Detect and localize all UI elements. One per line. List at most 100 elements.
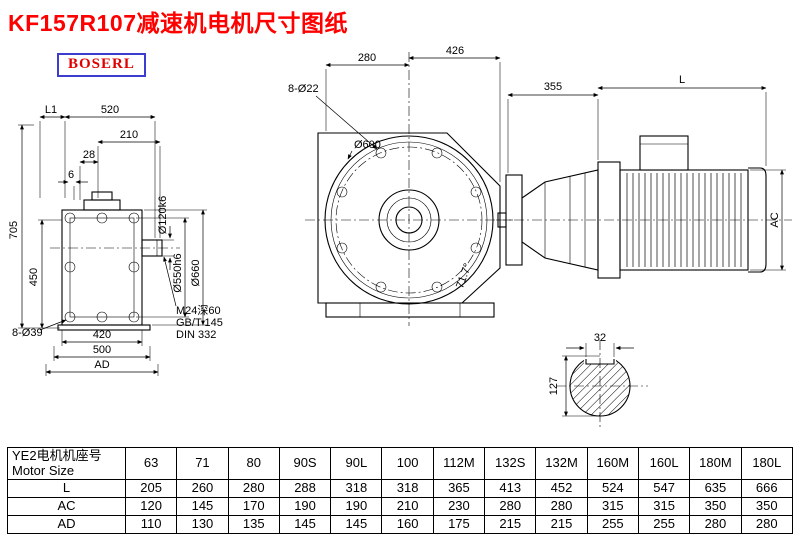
size-header-cell: 112M	[432, 447, 486, 480]
mounting-flange-face	[69, 217, 135, 318]
value-cell: 280	[227, 479, 280, 498]
value-cell: 350	[740, 497, 794, 516]
note-tap-size: M24深60	[176, 304, 221, 317]
bolt-hole	[96, 212, 108, 224]
left-side-view: L1 520 210 28 6 705	[8, 104, 223, 376]
motor-fins	[623, 173, 745, 267]
label-8-d39: 8-Ø39	[12, 327, 43, 339]
value-cell: 145	[278, 515, 332, 534]
dim-450: 450	[28, 268, 40, 286]
value-cell: 190	[330, 497, 383, 516]
dim-ac: AC	[769, 212, 781, 227]
dim-210: 210	[120, 129, 138, 141]
motor-view-dimensions: 355 L AC	[507, 74, 786, 271]
row-label-cell: AC	[7, 497, 126, 516]
top-step	[83, 199, 121, 211]
value-cell: 255	[586, 515, 639, 534]
value-cell: 524	[586, 479, 639, 498]
size-header-cell: 180L	[740, 447, 794, 480]
dim-426: 426	[446, 45, 464, 57]
note-tap-din: DIN 332	[176, 329, 216, 341]
value-cell: 260	[176, 479, 229, 498]
size-header-cell: 132M	[535, 447, 588, 480]
value-cell: 160	[381, 515, 434, 534]
housing-outer-circle	[324, 135, 494, 305]
mounting-base	[325, 302, 495, 318]
value-cell: 288	[278, 479, 332, 498]
value-cell: 280	[740, 515, 794, 534]
dim-280: 280	[358, 52, 376, 64]
bolt-hole	[470, 186, 482, 198]
bolt-hole	[431, 281, 443, 293]
bolt-hole	[64, 261, 76, 273]
size-header-cell: 160M	[586, 447, 639, 480]
dim-shaft-dia: Ø120k6	[157, 196, 169, 235]
value-cell: 315	[637, 497, 691, 516]
value-cell: 120	[124, 497, 178, 516]
hub-circle	[378, 189, 440, 251]
value-cell: 175	[432, 515, 486, 534]
dim-705: 705	[8, 221, 20, 239]
gear-housing	[61, 209, 143, 326]
motor-side-view: 355 L AC	[496, 74, 792, 279]
bolt-hole	[431, 147, 443, 159]
size-header-cell: 90L	[330, 447, 383, 480]
bolt-hole	[64, 212, 76, 224]
dim-l1: L1	[45, 104, 57, 116]
bolt-hole	[96, 311, 108, 323]
value-cell: 255	[637, 515, 691, 534]
front-view-dimensions: 280 426 8-Ø22 Ø600 71.7°	[288, 45, 501, 290]
left-view-dimensions: L1 520 210 28 6 705	[8, 104, 223, 376]
note-tap-standard: GB/T 145	[176, 317, 223, 329]
dim-flange-dia: Ø660	[190, 260, 202, 287]
value-cell: 350	[689, 497, 742, 516]
size-header-cell: 80	[227, 447, 280, 480]
technical-drawing: L1 520 210 28 6 705	[8, 45, 792, 430]
dim-28: 28	[83, 149, 95, 161]
bore-circle	[395, 206, 423, 234]
bolt-hole	[470, 242, 482, 254]
row-label-cell: L	[7, 479, 126, 498]
dim-32: 32	[594, 332, 606, 344]
value-cell: 315	[586, 497, 639, 516]
dim-spigot-dia: Ø550h6	[172, 253, 184, 292]
label-8-d22: 8-Ø22	[288, 83, 319, 95]
row-label-cell: AD	[7, 515, 126, 534]
value-cell: 130	[176, 515, 229, 534]
front-view: 280 426 8-Ø22 Ø600 71.7°	[288, 45, 515, 326]
value-cell: 210	[381, 497, 434, 516]
value-cell: 215	[535, 515, 588, 534]
terminal-box	[639, 135, 689, 171]
top-boss	[91, 191, 113, 201]
size-header-cell: 71	[176, 447, 229, 480]
dim-l: L	[679, 74, 685, 86]
value-cell: 452	[535, 479, 588, 498]
bolt-hole	[128, 261, 140, 273]
dim-6: 6	[68, 169, 74, 181]
dim-355: 355	[544, 81, 562, 93]
bolt-hole	[64, 311, 76, 323]
value-cell: 280	[689, 515, 742, 534]
value-cell: 635	[689, 479, 742, 498]
housing-inner-rim	[330, 141, 488, 299]
shaft-section-view: 32 127	[548, 332, 648, 430]
size-header-cell: 90S	[278, 447, 332, 480]
value-cell: 413	[484, 479, 537, 498]
dim-127: 127	[548, 377, 560, 395]
value-cell: 205	[124, 479, 178, 498]
bolt-hole	[336, 242, 348, 254]
value-cell: 215	[484, 515, 537, 534]
size-header-cell: 160L	[637, 447, 691, 480]
value-cell: 170	[227, 497, 280, 516]
brand-logo: BOSERL	[57, 53, 146, 77]
value-cell: 280	[535, 497, 588, 516]
base-foot	[57, 324, 151, 331]
flange-plate	[317, 132, 501, 304]
